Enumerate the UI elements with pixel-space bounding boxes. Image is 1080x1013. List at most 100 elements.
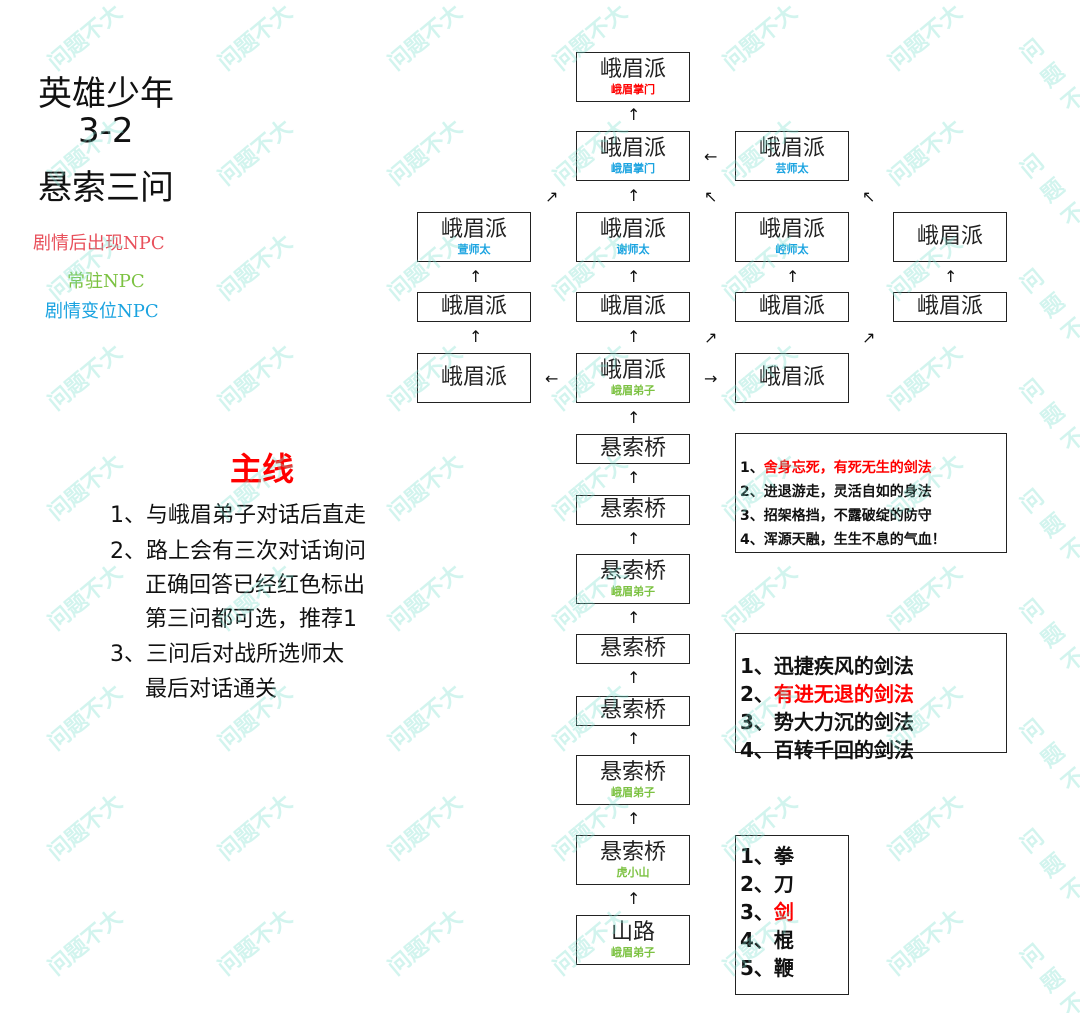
node-location: 悬索桥: [599, 697, 666, 723]
map-node: 峨眉派: [893, 212, 1007, 262]
node-npc: 虎小山: [616, 866, 650, 879]
answer-option: 1、舍身忘死，有死无生的剑法: [740, 456, 1006, 480]
arrow-icon: ←: [704, 147, 718, 166]
watermark: 问题不大: [1016, 485, 1080, 592]
node-location: 峨眉派: [758, 135, 825, 161]
map-node: 悬索桥虎小山: [576, 835, 690, 885]
map-node: 峨眉派芸师太: [735, 131, 849, 181]
arrow-icon: ↑: [469, 327, 483, 346]
map-node: 峨眉派萱师太: [417, 212, 531, 262]
watermark: 问题不大: [1016, 35, 1080, 142]
node-location: 峨眉派: [599, 293, 666, 319]
arrow-icon: ↑: [627, 889, 641, 908]
legend-after-plot-npc: 剧情后出现NPC: [33, 233, 165, 254]
watermark: 问题不大: [883, 115, 968, 191]
watermark: 问题不大: [883, 905, 968, 981]
mainline-heading: 主线: [230, 450, 295, 488]
arrow-icon: ↗: [862, 328, 876, 347]
answer-text: 1、: [740, 460, 764, 476]
answer-text: 2、刀: [740, 872, 794, 896]
answer-text: 1、拳: [740, 844, 794, 868]
correct-answer: 有进无退的剑法: [773, 682, 914, 706]
watermark: 问题不大: [1016, 595, 1080, 702]
node-npc: 峨眉弟子: [611, 946, 655, 959]
node-npc: 萱师太: [457, 243, 491, 256]
legend-moved-npc: 剧情变位NPC: [45, 301, 159, 322]
map-node: 山路峨眉弟子: [576, 915, 690, 965]
map-node: 峨眉派崆师太: [735, 212, 849, 262]
arrow-icon: ↗: [704, 328, 718, 347]
answer-text: 3、势大力沉的剑法: [740, 710, 914, 734]
map-node: 峨眉派: [735, 353, 849, 403]
arrow-icon: ↑: [627, 468, 641, 487]
node-npc: 峨眉弟子: [611, 585, 655, 598]
answer-text: 3、招架格挡，不露破绽的防守: [740, 508, 932, 524]
answer-option: 1、拳: [740, 842, 848, 870]
answer-option: 2、刀: [740, 870, 848, 898]
watermark: 问题不大: [883, 560, 968, 636]
answer-option: 4、百转千回的剑法: [740, 736, 1006, 764]
mainline-step: 正确回答已经红色标出: [145, 573, 366, 598]
mainline-step: 1、与峨眉弟子对话后直走: [110, 503, 366, 528]
watermark: 问题不大: [883, 790, 968, 866]
node-location: 峨眉派: [758, 293, 825, 319]
watermark: 问题不大: [43, 560, 128, 636]
correct-answer: 舍身忘死，有死无生的剑法: [763, 460, 932, 476]
node-npc: 峨眉掌门: [611, 162, 655, 175]
node-npc: 谢师太: [616, 243, 650, 256]
map-node: 峨眉派: [417, 292, 531, 322]
arrow-icon: ↑: [627, 608, 641, 627]
watermark: 问题不大: [213, 230, 298, 306]
answer-option: 1、迅捷疾风的剑法: [740, 652, 1006, 680]
mainline-step: 最后对话通关: [145, 677, 278, 702]
legend-resident-npc: 常驻NPC: [67, 271, 145, 292]
watermark: 问题不大: [213, 0, 298, 76]
arrow-icon: ↖: [704, 187, 718, 206]
watermark: 问题不大: [1016, 825, 1080, 932]
answer-option: 3、势大力沉的剑法: [740, 708, 1006, 736]
watermark: 问题不大: [213, 905, 298, 981]
node-location: 峨眉派: [440, 216, 507, 242]
map-node: 悬索桥: [576, 696, 690, 726]
node-location: 悬索桥: [599, 839, 666, 865]
map-node: 峨眉派: [735, 292, 849, 322]
answer-option: 3、剑: [740, 898, 848, 926]
answer-text: 1、迅捷疾风的剑法: [740, 654, 914, 678]
node-npc: 峨眉弟子: [611, 786, 655, 799]
watermark: 问题不大: [883, 0, 968, 76]
arrow-icon: ↑: [944, 267, 958, 286]
watermark: 问题不大: [1016, 375, 1080, 482]
map-node: 峨眉派峨眉掌门: [576, 131, 690, 181]
watermark: 问题不大: [43, 340, 128, 416]
watermark: 问题不大: [383, 560, 468, 636]
mainline-step: 3、三问后对战所选师太: [110, 642, 344, 667]
watermark: 问题不大: [43, 905, 128, 981]
watermark: 问题不大: [383, 115, 468, 191]
watermark: 问题不大: [1016, 940, 1080, 1013]
arrow-icon: ↑: [627, 668, 641, 687]
node-npc: 崆师太: [775, 243, 809, 256]
arrow-icon: ↑: [627, 529, 641, 548]
node-npc: 峨眉掌门: [611, 83, 655, 96]
watermark: 问题不大: [213, 115, 298, 191]
watermark: 问题不大: [43, 790, 128, 866]
node-location: 悬索桥: [599, 496, 666, 522]
watermark: 问题不大: [718, 0, 803, 76]
arrow-icon: ↑: [627, 327, 641, 346]
node-location: 峨眉派: [440, 364, 507, 390]
arrow-icon: ←: [545, 369, 559, 388]
watermark: 问题不大: [718, 560, 803, 636]
node-location: 峨眉派: [916, 223, 983, 249]
map-node: 悬索桥: [576, 495, 690, 525]
arrow-icon: →: [704, 369, 718, 388]
watermark: 问题不大: [883, 340, 968, 416]
answer-option: 2、进退游走，灵活自如的身法: [740, 480, 1006, 504]
node-location: 峨眉派: [599, 56, 666, 82]
watermark: 问题不大: [383, 450, 468, 526]
answer-text: 3、: [740, 900, 774, 924]
title-line-2: 3-2: [78, 111, 134, 151]
watermark: 问题不大: [213, 790, 298, 866]
watermark: 问题不大: [43, 680, 128, 756]
